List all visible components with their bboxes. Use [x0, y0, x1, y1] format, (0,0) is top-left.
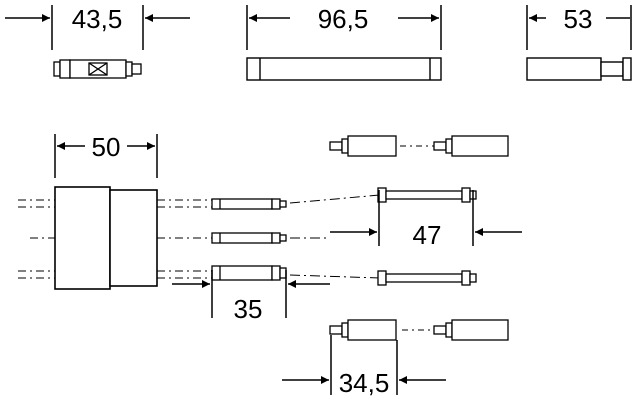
- housing-centerlines: [18, 145, 448, 331]
- dim-mid-right: 47: [330, 190, 522, 250]
- long-pin-1: [377, 187, 477, 203]
- dim-label-47: 47: [413, 220, 442, 250]
- dim-top-left: 43,5: [5, 4, 190, 50]
- dim-label-53: 53: [564, 4, 593, 34]
- dim-bottom-left: 35: [172, 270, 330, 324]
- dim-label-34-5: 34,5: [339, 368, 390, 398]
- connector-top-pair: [329, 135, 509, 157]
- part-stepped-rod: [526, 57, 632, 81]
- dim-label-96-5: 96,5: [318, 4, 369, 34]
- long-pin-2: [377, 270, 477, 286]
- connector-bottom-pair: [329, 319, 509, 341]
- dim-label-35: 35: [234, 294, 263, 324]
- pin-3: [211, 265, 287, 281]
- dim-label-43-5: 43,5: [72, 4, 123, 34]
- pin-2: [211, 232, 287, 244]
- part-long-sleeve: [246, 57, 442, 81]
- dim-top-right: 53: [526, 4, 632, 50]
- housing-block: [54, 186, 158, 290]
- dim-bottom-right: 34,5: [282, 335, 446, 398]
- dim-label-50: 50: [92, 132, 121, 162]
- pins-short-group: [211, 198, 287, 281]
- dim-mid-left: 50: [54, 132, 158, 178]
- pin-1: [211, 198, 287, 210]
- part-short-rod-with-label: [53, 59, 142, 79]
- dim-top-middle: 96,5: [246, 4, 442, 50]
